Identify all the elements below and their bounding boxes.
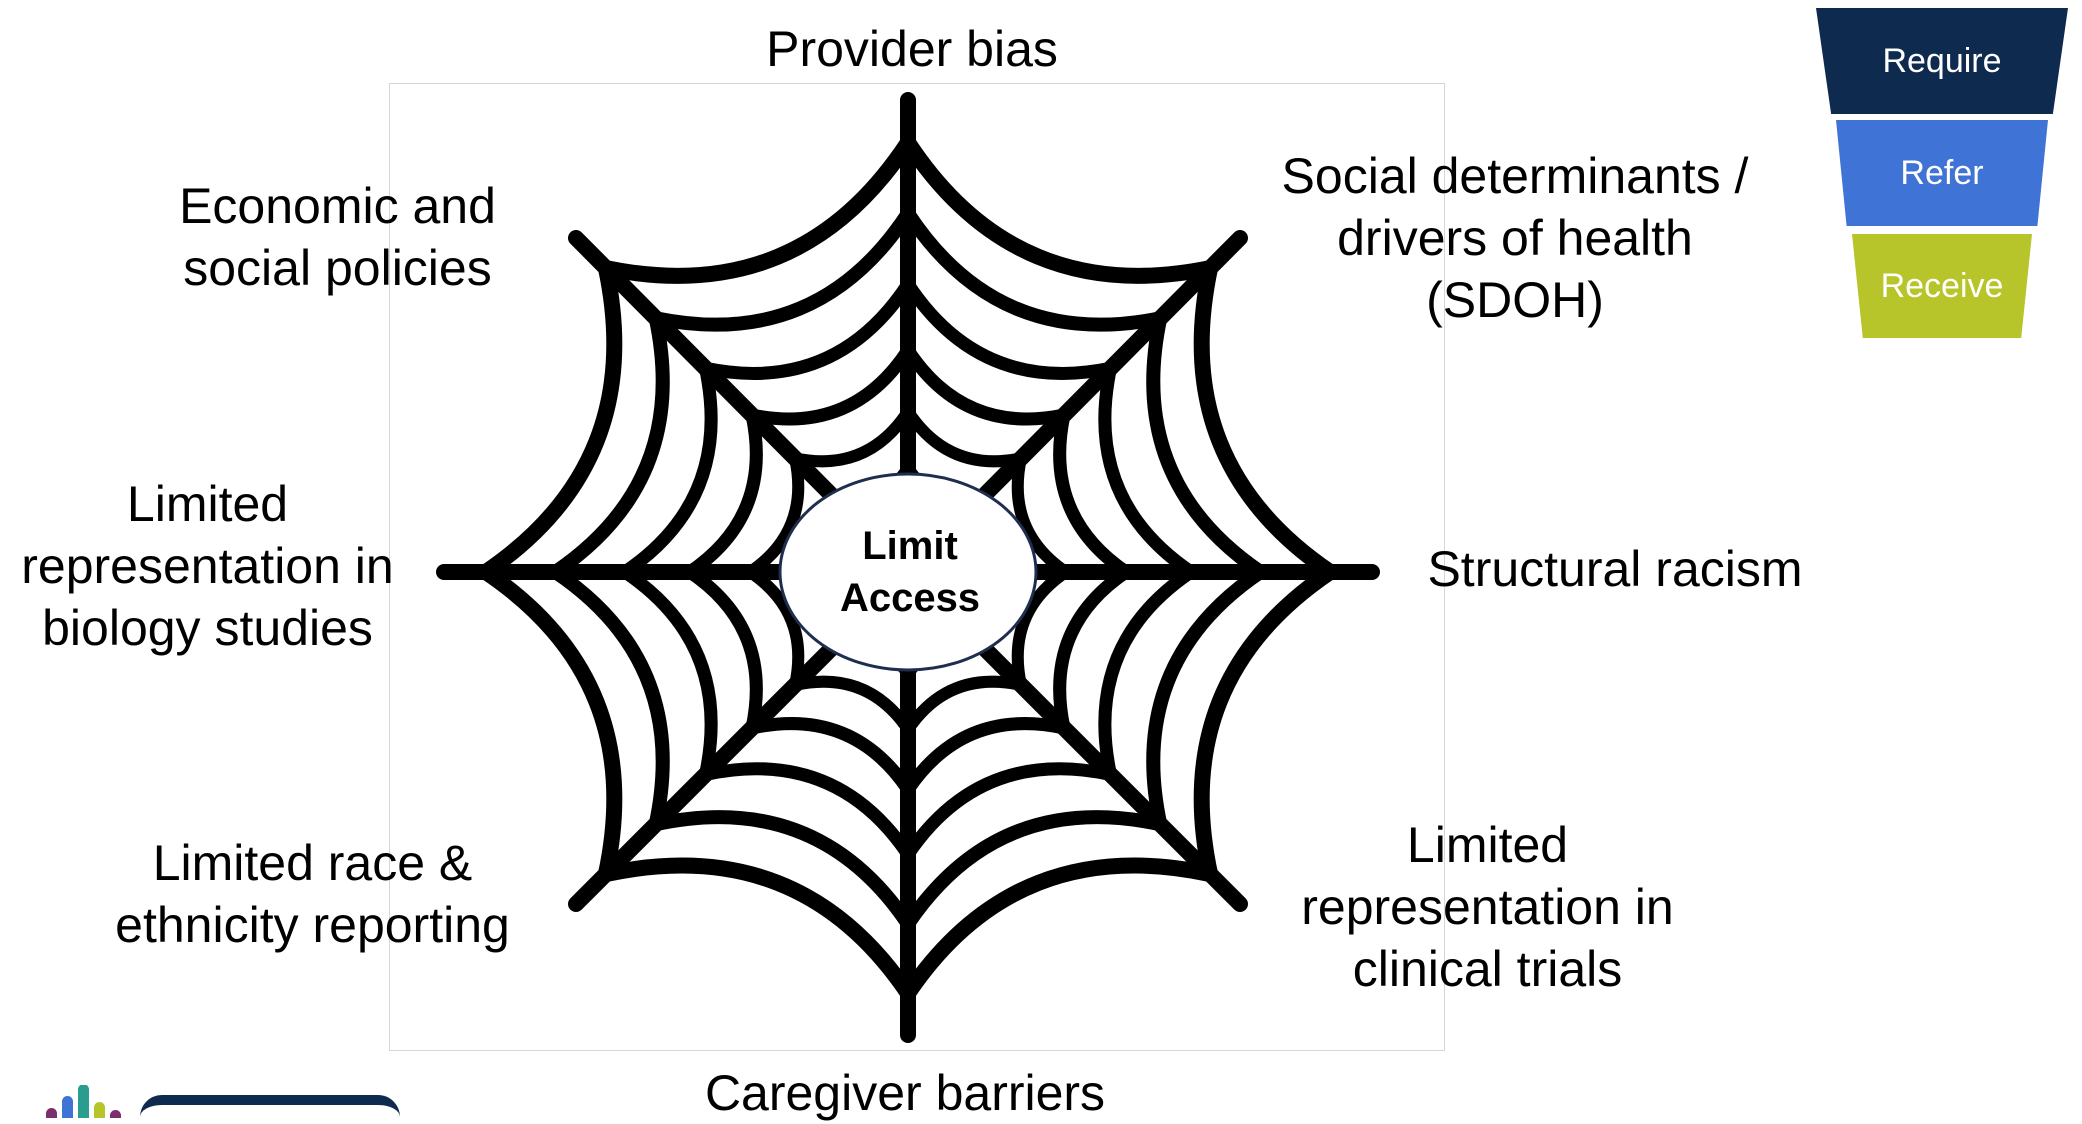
web-ring xyxy=(548,206,1268,931)
logo xyxy=(40,1085,400,1118)
logo-bar xyxy=(62,1096,73,1118)
diagram-frame xyxy=(389,83,1445,1051)
label-clinical-trials: Limited representation in clinical trial… xyxy=(1301,817,1674,997)
label-biology-studies: Limited representation in biology studie… xyxy=(21,476,394,656)
funnel-tier-label: Receive xyxy=(1880,266,2004,305)
logo-bar xyxy=(46,1108,57,1118)
center-ellipse xyxy=(778,472,1038,672)
logo-bar xyxy=(110,1110,121,1118)
logo-wordmark xyxy=(140,1095,400,1118)
web-ring xyxy=(477,134,1339,1002)
funnel-tier-label: Refer xyxy=(1900,153,1984,192)
center-label: Limit Access xyxy=(839,524,981,620)
funnel-tier-receive: Receive xyxy=(1852,234,2032,338)
label-race-ethnicity-reporting: Limited race & ethnicity reporting xyxy=(115,835,510,953)
funnel-tier-refer: Refer xyxy=(1836,120,2048,226)
funnel-tier-require: Require xyxy=(1816,8,2068,114)
label-provider-bias: Provider bias xyxy=(766,21,1058,77)
label-structural-racism: Structural racism xyxy=(1427,541,1803,597)
web-ring xyxy=(744,405,1072,736)
web-ring xyxy=(683,343,1133,797)
label-caregiver-barriers: Caregiver barriers xyxy=(704,1065,1106,1121)
logo-bar xyxy=(94,1102,105,1118)
label-sdoh: Social determinants / drivers of health … xyxy=(1281,148,1749,328)
funnel-tier-label: Require xyxy=(1882,41,2002,80)
web-ring xyxy=(618,277,1198,861)
logo-bar xyxy=(78,1085,89,1118)
label-economic-social-policies: Economic and social policies xyxy=(179,178,496,296)
